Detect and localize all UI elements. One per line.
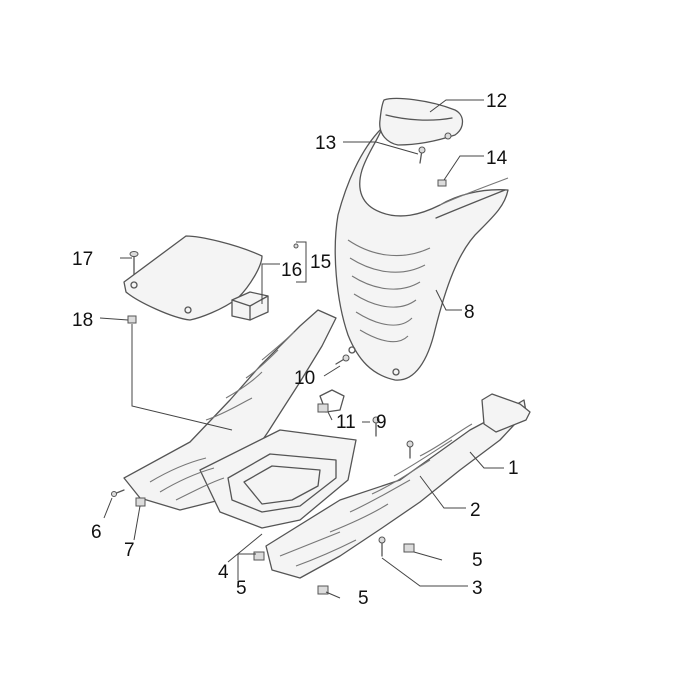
screw-part-9 — [372, 416, 380, 437]
callout-2: 2 — [470, 500, 481, 521]
callout-13: 13 — [315, 133, 336, 154]
shield-upper-cover — [379, 97, 464, 146]
speed-nut-part-5-c — [317, 585, 329, 595]
screw-part-17 — [129, 251, 139, 277]
callout-17: 17 — [72, 249, 93, 270]
callout-10: 10 — [294, 368, 315, 389]
speed-nut-part-11 — [317, 403, 329, 413]
speed-nut-part-7 — [135, 497, 146, 507]
front-shield — [334, 127, 509, 381]
callout-11: 11 — [336, 412, 356, 433]
leader-lines — [99, 99, 504, 599]
callout-4: 4 — [218, 562, 229, 583]
callout-5-c: 5 — [358, 588, 369, 609]
callout-5-b: 5 — [472, 550, 483, 571]
callout-labels: 1 2 3 4 5 5 5 6 7 8 9 10 11 12 13 14 15 … — [72, 91, 519, 609]
speed-nut-part-5-a — [253, 551, 265, 561]
callout-9: 9 — [376, 412, 387, 433]
callout-8: 8 — [464, 302, 475, 323]
callout-18: 18 — [72, 310, 93, 331]
callout-7: 7 — [124, 540, 135, 561]
callout-14: 14 — [486, 148, 508, 169]
screw-part-3 — [378, 536, 386, 557]
callout-6: 6 — [91, 522, 102, 543]
callout-12: 12 — [486, 91, 507, 112]
screw-part-6 — [111, 489, 125, 497]
floor-panel — [123, 309, 531, 579]
clip-part-18 — [127, 315, 137, 324]
callout-3: 3 — [472, 578, 483, 599]
callout-15: 15 — [310, 252, 331, 273]
clip-part-14 — [437, 179, 447, 187]
speed-nut-part-5-b — [403, 543, 415, 553]
screw-part-10 — [335, 354, 350, 365]
callout-1: 1 — [508, 458, 519, 479]
callout-16: 16 — [281, 260, 302, 281]
callout-5-a: 5 — [236, 578, 247, 599]
rubber-pad — [231, 243, 299, 321]
screw-right — [406, 440, 414, 459]
screw-part-13 — [418, 146, 426, 164]
